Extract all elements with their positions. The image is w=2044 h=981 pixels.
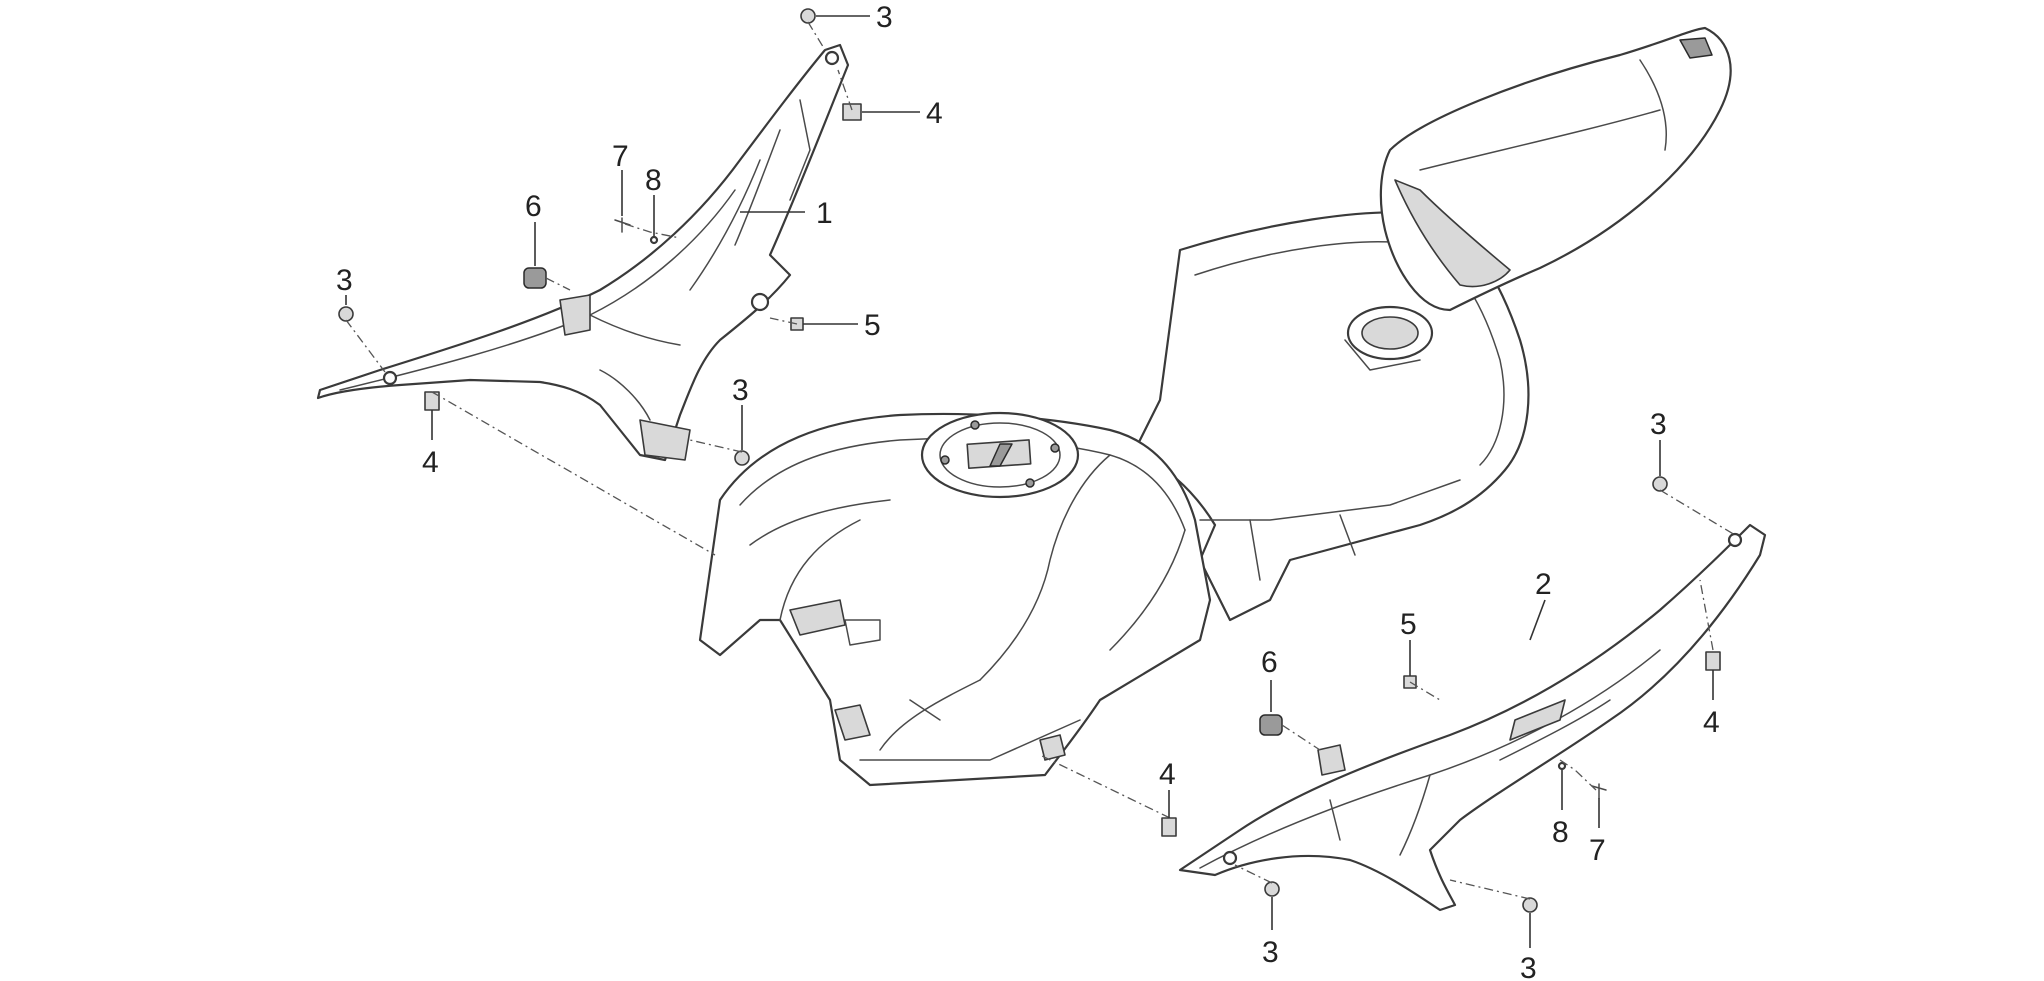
- clip-4a: [842, 103, 862, 121]
- callout-8: 8: [645, 164, 662, 197]
- fasteners: [338, 8, 1721, 913]
- callout-3: 3: [336, 264, 353, 297]
- nut-3c: [734, 450, 750, 466]
- callout-3: 3: [1650, 408, 1667, 441]
- washer-8a: [649, 235, 659, 245]
- callout-4: 4: [1159, 758, 1176, 791]
- callout-7: 7: [612, 140, 629, 173]
- callout-3: 3: [1262, 936, 1279, 969]
- leader-lines: [345, 15, 1714, 948]
- clip-4d: [1161, 817, 1177, 837]
- grommet-6a: [523, 267, 547, 289]
- callout-6: 6: [525, 190, 542, 223]
- nut-3a: [800, 8, 816, 24]
- nut-3e: [1264, 881, 1280, 897]
- callout-1: 1: [816, 197, 833, 230]
- assembly-lines: [345, 21, 1736, 900]
- seat-tail-assembly: [1118, 26, 1732, 622]
- right-side-fairing-part-2: [1178, 523, 1767, 912]
- callout-6: 6: [1261, 646, 1278, 679]
- washer-8b: [1557, 761, 1567, 771]
- callout-3: 3: [1520, 952, 1537, 981]
- callout-4: 4: [926, 97, 943, 130]
- clip-4c: [1705, 651, 1721, 671]
- callout-4: 4: [422, 446, 439, 479]
- callout-7: 7: [1589, 834, 1606, 867]
- callout-8: 8: [1552, 816, 1569, 849]
- screw-7b: [1591, 783, 1607, 799]
- nut-3d: [1652, 476, 1668, 492]
- callout-5: 5: [864, 309, 881, 342]
- fuel-tank-cover: [698, 411, 1212, 787]
- callout-3: 3: [876, 1, 893, 34]
- callout-2: 2: [1535, 568, 1552, 601]
- nut-3f: [1522, 897, 1538, 913]
- left-side-fairing-part-1: [316, 43, 850, 462]
- callout-3: 3: [732, 374, 749, 407]
- grommet-6b: [1259, 714, 1283, 736]
- callout-5: 5: [1400, 608, 1417, 641]
- nut-3b: [338, 306, 354, 322]
- callout-labels: 3 4 7 8 1 6 3 5 4 3 3 2 5 6 4 4 8 7 3 3: [336, 1, 1720, 981]
- callout-4: 4: [1703, 706, 1720, 739]
